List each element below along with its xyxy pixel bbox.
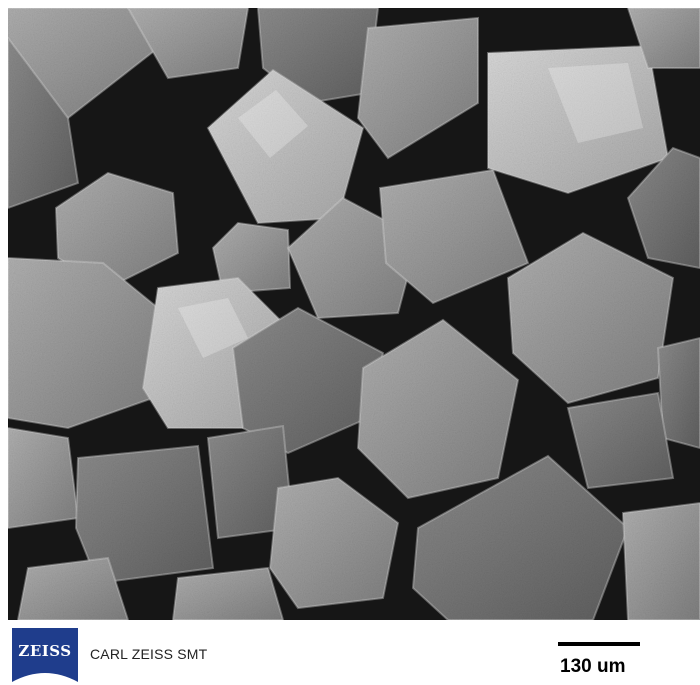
crystal (621, 501, 700, 620)
crystal (566, 391, 675, 490)
crystal (206, 68, 365, 225)
crystal (411, 454, 630, 620)
company-name: CARL ZEISS SMT (90, 646, 208, 662)
logo-arc-icon (12, 673, 78, 682)
crystal (16, 556, 130, 620)
crystal (74, 444, 215, 585)
crystal (356, 318, 520, 500)
crystal (8, 426, 80, 530)
crystal (626, 146, 700, 270)
crystal (356, 16, 479, 160)
zeiss-logo: ZEISS (12, 628, 78, 682)
caption-bar: ZEISS CARL ZEISS SMT 130 um (0, 620, 700, 685)
crystal (54, 171, 180, 290)
crystal (268, 476, 400, 610)
scale-label: 130 um (560, 656, 626, 677)
crystal (487, 44, 670, 195)
crystal (506, 231, 675, 405)
crystal (626, 8, 700, 69)
micrograph-image (8, 8, 700, 620)
crystal (126, 8, 250, 80)
crystal (8, 36, 80, 210)
scale-bar (558, 642, 640, 646)
crystal-field (8, 8, 700, 620)
logo-text: ZEISS (18, 642, 72, 660)
crystal (171, 566, 285, 620)
crystal (378, 168, 530, 305)
